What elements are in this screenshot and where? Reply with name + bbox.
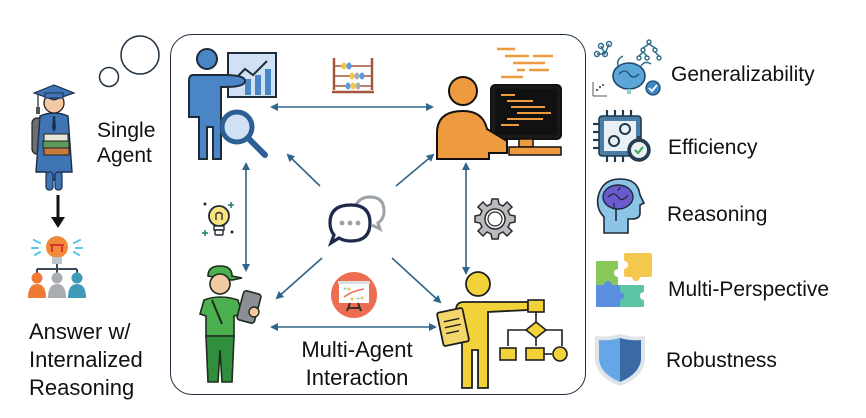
puzzle-pieces-icon [596,253,652,307]
arrow-center-planner [391,257,442,304]
dot [339,220,345,226]
arrow-center-analyst [286,153,321,187]
answer-label-line1: Answer w/ [29,319,131,344]
lightbulb-icon [202,202,234,236]
strategy-board-icon: + + [331,272,377,318]
property-label-robustness: Robustness [666,349,777,372]
answer-label: Answer w/ Internalized Reasoning [29,318,143,402]
arrow-center-worker [275,257,323,300]
single-agent-label: Single Agent [97,118,155,168]
programmer-computer-icon [436,47,562,160]
property-label-generalizability: Generalizability [671,63,815,86]
multi-agent-caption-line1: Multi-Agent [301,337,413,362]
property-label-reasoning: Reasoning [667,203,768,226]
multi-agent-caption-line2: Interaction [305,365,409,390]
svg-text:+: + [356,296,360,303]
worker-tablet-icon [199,265,262,383]
thought-bubble-icon [98,35,160,88]
property-label-multi-perspective: Multi-Perspective [668,278,830,301]
multi-agent-caption: Multi-Agent Interaction [297,336,417,392]
planner-flowchart-icon [436,271,568,389]
lightbulb-team-icon [28,236,86,298]
property-label-efficiency: Efficiency [668,136,758,159]
single-agent-label-line1: Single [97,119,156,142]
graduate-student-icon [31,84,76,191]
abacus-icon [332,58,374,94]
head-brain-icon [596,178,646,234]
thought-bubble-small [98,66,120,88]
gear-icon [474,198,516,240]
svg-text:+: + [343,286,347,293]
brain-network-icon [592,39,662,97]
shield-icon [595,334,645,386]
arrow-center-programmer [395,153,435,187]
chat-bubbles-icon [327,195,386,247]
chip-gears-timer-icon [593,110,651,162]
answer-label-line3: Reasoning [29,375,135,400]
single-agent-label-line2: Agent [97,144,152,167]
analyst-magnifier-icon [188,48,277,160]
multi-agent-box [170,34,586,395]
thought-bubble-large [120,35,160,75]
answer-label-line2: Internalized [29,347,143,372]
down-arrow [51,195,65,228]
